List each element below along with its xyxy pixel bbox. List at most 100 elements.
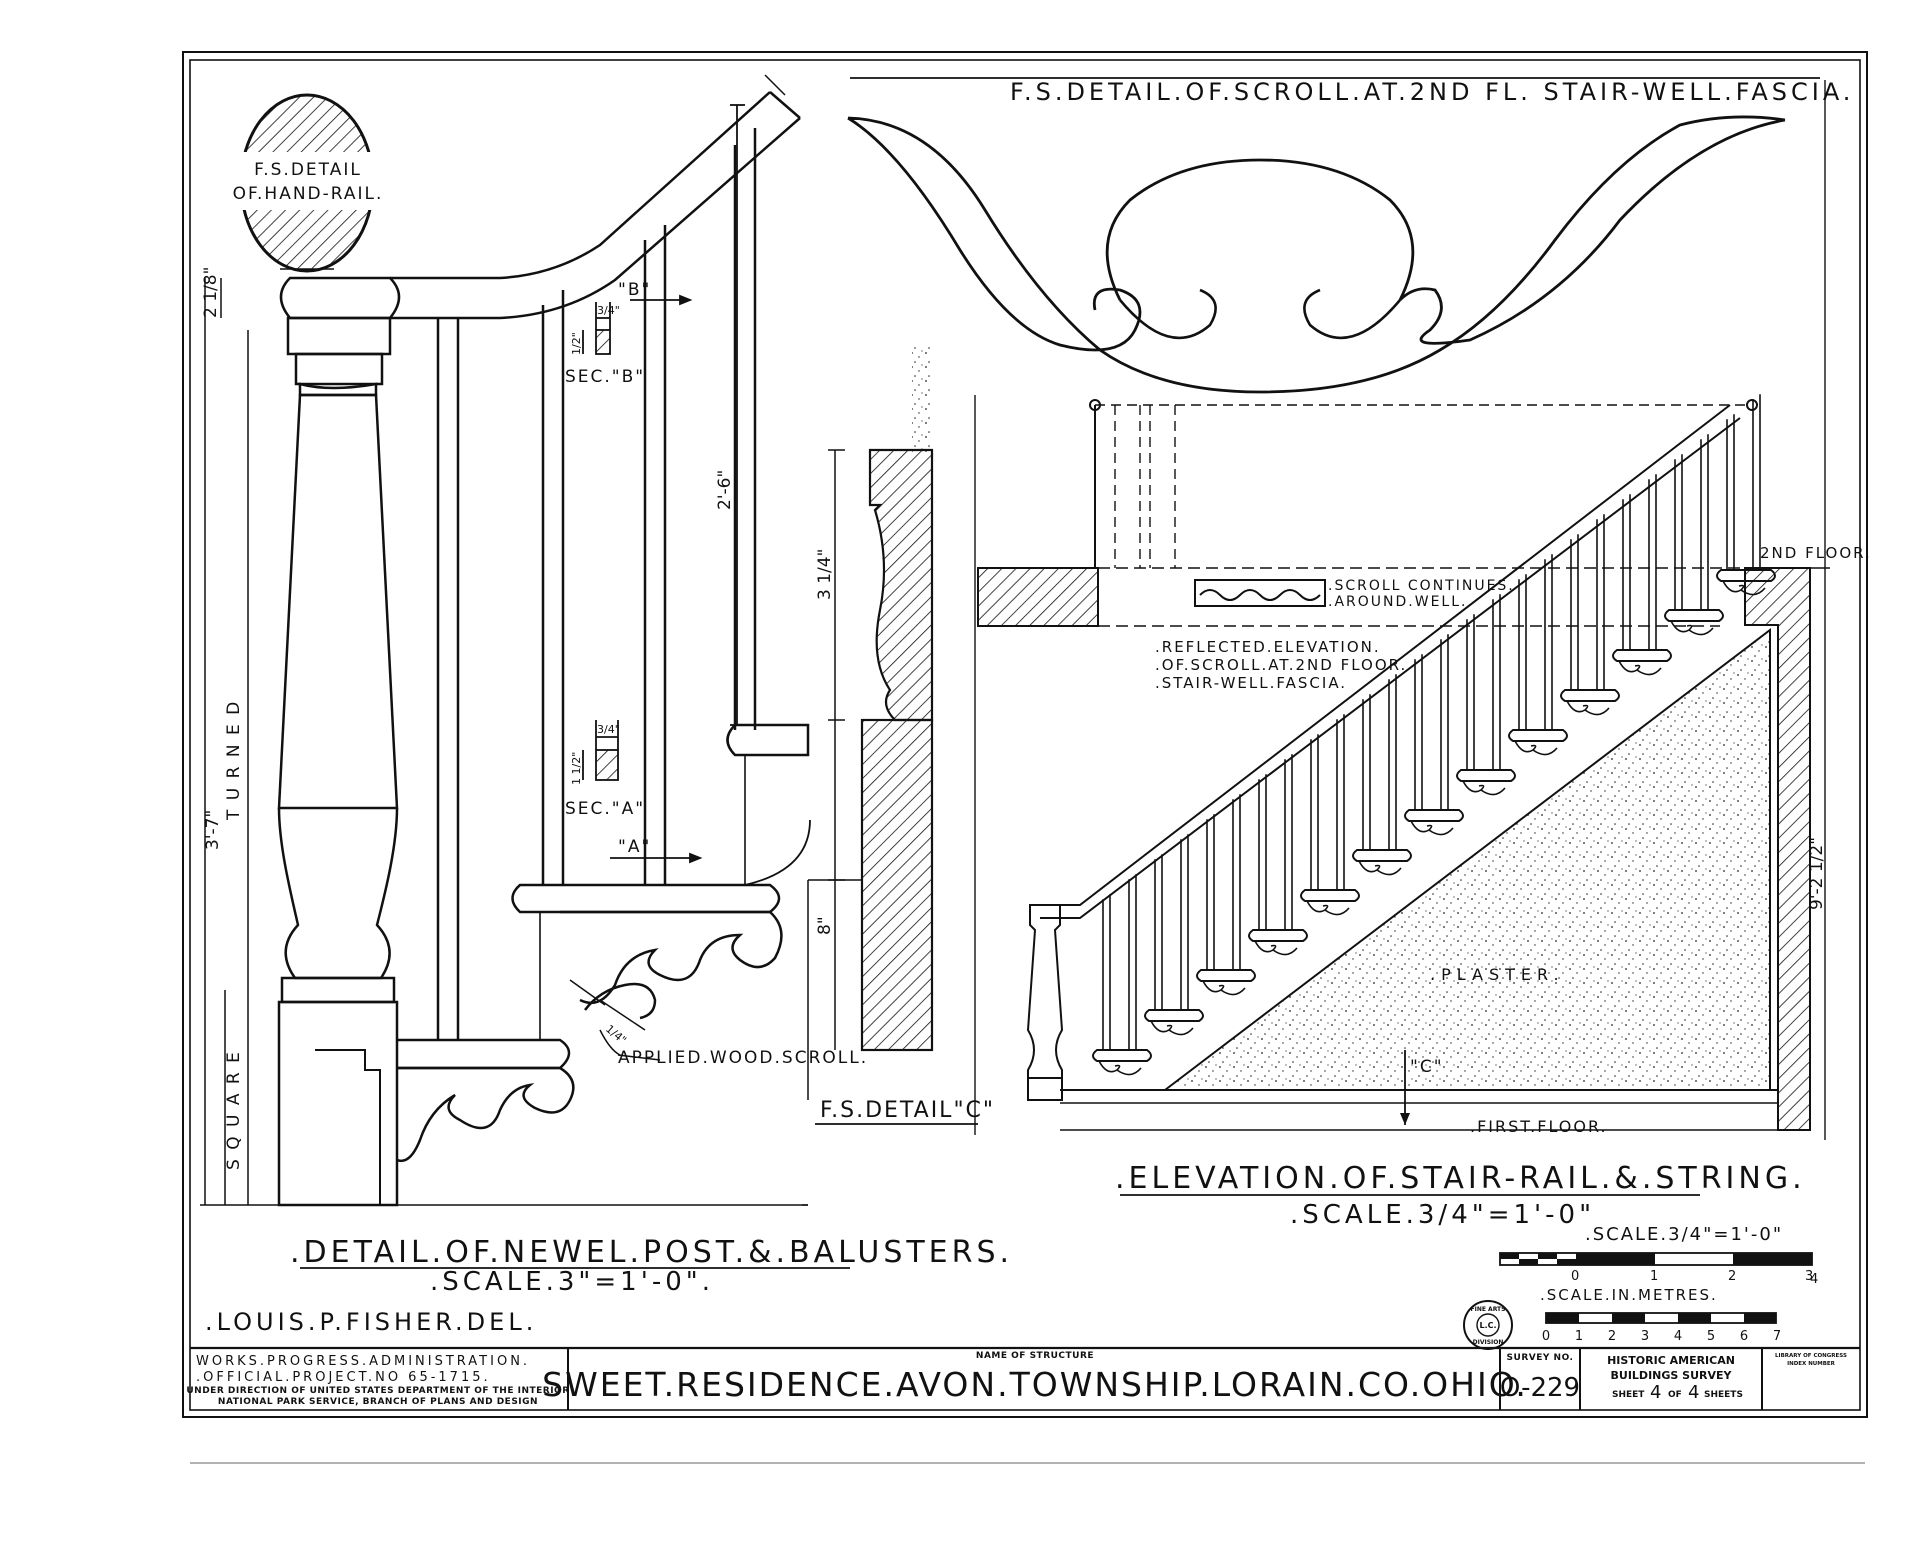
of-label: OF [1668, 1390, 1682, 1400]
section-marks [582, 104, 745, 864]
structure-name-label: NAME OF STRUCTURE [976, 1351, 1094, 1361]
label-square: S Q U A R E [224, 1050, 244, 1170]
elevation-scale: .SCALE.3/4"=1'-0" [1290, 1200, 1595, 1230]
detail-c-wall-lower [860, 718, 934, 1052]
scroll-profile [847, 115, 1786, 394]
sheet-total: 4 [1688, 1382, 1699, 1403]
first-floor-label: .FIRST.FLOOR. [1470, 1117, 1608, 1136]
stair-tread [1664, 609, 1724, 622]
newel-shaft [277, 393, 399, 810]
scale-ft-tick-4: 4 [1810, 1272, 1818, 1287]
sheet-label: SHEET [1612, 1390, 1645, 1400]
a-mark: "A" [618, 837, 651, 857]
string-scroll [1410, 820, 1454, 836]
stamp-top: FINE ARTS [1471, 1306, 1506, 1313]
reflected-scroll-box [1194, 579, 1326, 607]
newel-square-block [277, 1000, 399, 1207]
c-mark: "C" [1410, 1057, 1444, 1077]
sec-a-square [595, 749, 619, 781]
scale-ft-title: .SCALE.3/4"=1'-0" [1585, 1224, 1783, 1245]
string-scroll [1150, 1020, 1194, 1036]
tread-lower [397, 1038, 571, 1070]
string-scroll-middle [560, 910, 783, 1005]
stair-tread [1092, 1049, 1152, 1062]
newel-cap [279, 276, 401, 320]
detail-c [802, 345, 934, 1206]
newel-handrail [390, 91, 771, 280]
stamp-bottom: DIVISION [1473, 1339, 1504, 1346]
scale-m-tick: 7 [1773, 1329, 1781, 1344]
dim-3-7: 3'-7" [203, 810, 223, 850]
direction-line-2: NATIONAL PARK SERVICE, BRANCH OF PLANS A… [218, 1397, 538, 1407]
stamp-center: L.C. [1479, 1321, 1496, 1330]
title-block [190, 1346, 1860, 1410]
handrail-label-box [230, 152, 386, 210]
string-scroll [1722, 580, 1766, 596]
handrail-detail: F.S.DETAIL OF.HAND-RAIL. [230, 93, 386, 273]
plaster-label: .PLASTER. [1430, 965, 1565, 984]
scroll-continues-1: .SCROLL CONTINUES. [1328, 578, 1515, 594]
dim-3-4-b: 3/4" [597, 304, 620, 317]
stair-tread [1196, 969, 1256, 982]
wpa-line-1: WORKS.PROGRESS.ADMINISTRATION. [196, 1354, 530, 1369]
outer-border [182, 51, 1868, 1418]
delineator: .LOUIS.P.FISHER.DEL. [205, 1308, 537, 1336]
habs-line-2: BUILDINGS SURVEY [1611, 1369, 1733, 1382]
stair-tread [1560, 689, 1620, 702]
detail-c-wall-top [912, 345, 932, 453]
handrail-label-2: OF.HAND-RAIL. [233, 184, 384, 204]
label-turned: T U R N E D [224, 700, 244, 821]
string-scroll [1098, 1060, 1142, 1076]
survey-number: O-229 [1500, 1373, 1580, 1403]
string-scroll [1618, 660, 1662, 676]
reflected-1: .REFLECTED.ELEVATION. [1155, 638, 1381, 656]
b-mark: "B" [618, 280, 651, 300]
habs-line-1: HISTORIC AMERICAN [1607, 1354, 1735, 1367]
fs-detail-c-label: F.S.DETAIL"C" [820, 1098, 995, 1123]
newel-scale: .SCALE.3"=1'-0". [430, 1267, 714, 1297]
newel-post-detail [200, 74, 811, 1207]
stair-tread [1144, 1009, 1204, 1022]
sec-b-label: SEC."B" [565, 367, 645, 387]
dim-8: 8" [815, 916, 835, 935]
newel-vase [277, 807, 399, 980]
structure-name: SWEET.RESIDENCE.AVON.TOWNSHIP.LORAIN.CO.… [542, 1365, 1528, 1404]
stair-tread [1352, 849, 1412, 862]
scale-ft-tick-0: 0 [1571, 1269, 1579, 1284]
dim-3-1-4: 3 1/4" [815, 549, 835, 600]
string-scroll [1670, 620, 1714, 636]
elevation-title: .ELEVATION.OF.STAIR-RAIL.&.STRING. [1115, 1161, 1806, 1196]
direction-line-1: UNDER DIRECTION OF UNITED STATES DEPARTM… [186, 1386, 569, 1396]
stair-tread [1404, 809, 1464, 822]
string-scroll [1514, 740, 1558, 756]
scale-ft-tick-2: 2 [1728, 1269, 1736, 1284]
scroll-title: F.S.DETAIL.OF.SCROLL.AT.2ND FL. STAIR-WE… [1010, 78, 1854, 106]
sec-a-label: SEC."A" [565, 799, 645, 819]
second-floor-label: 2ND FLOOR. [1760, 544, 1872, 562]
detail-c-moulding [868, 448, 934, 722]
tread-upper [726, 723, 810, 757]
scale-bar-m [1545, 1312, 1777, 1324]
tread-middle [511, 883, 781, 914]
string-scroll [1358, 860, 1402, 876]
stair-tread [1300, 889, 1360, 902]
wpa-line-2: .OFFICIAL.PROJECT.NO 65-1715. [196, 1370, 491, 1385]
inner-border [189, 59, 1861, 1411]
stair-steps [1092, 394, 1776, 1076]
handrail-label-1: F.S.DETAIL [254, 160, 362, 180]
scale-bar-ft [1499, 1252, 1813, 1266]
scale-m-tick: 5 [1707, 1329, 1715, 1344]
scale-m-tick: 3 [1641, 1329, 1649, 1344]
stair-elevation [974, 80, 1830, 1140]
string-scroll [1306, 900, 1350, 916]
fine-arts-stamp: FINE ARTS L.C. DIVISION [1463, 1300, 1513, 1350]
stair-tread [1716, 569, 1776, 582]
string-scroll [1254, 940, 1298, 956]
dim-9-2-1-2: 9'-2 1/2" [1807, 837, 1827, 910]
sheet-number: 4 [1650, 1382, 1661, 1403]
string-scroll-lower [396, 1066, 575, 1163]
scale-m-tick: 4 [1674, 1329, 1682, 1344]
applied-scroll-label: APPLIED.WOOD.SCROLL. [618, 1048, 868, 1068]
